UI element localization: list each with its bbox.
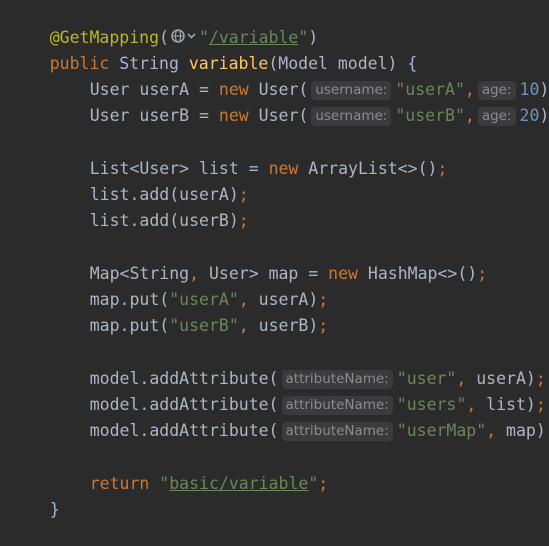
code-line-12[interactable]: map.put("userB", userB); [89, 316, 329, 335]
mapping-url-link[interactable]: /variable [208, 28, 299, 47]
parameter-hint: attributeName: [281, 396, 393, 415]
parameter-hint: attributeName: [281, 422, 393, 441]
view-path-link[interactable]: basic/variable [169, 474, 309, 493]
code-line-11[interactable]: map.put("userA", userA); [89, 290, 329, 309]
keyword-public: public [49, 54, 110, 73]
parameter-hint: attributeName: [281, 370, 393, 389]
code-line-1[interactable]: @GetMapping("/variable") [49, 28, 319, 47]
parameter-hint: username: [311, 81, 392, 100]
globe-icon [171, 29, 196, 43]
code-line-10[interactable]: Map<String, User> map = new HashMap<>(); [89, 264, 488, 283]
code-line-16[interactable]: model.addAttribute(attributeName:"userMa… [89, 421, 549, 441]
parameter-hint: age: [477, 107, 516, 126]
code-line-3[interactable]: User userA = new User(username:"userA",a… [89, 80, 549, 100]
code-line-7[interactable]: list.add(userA); [89, 185, 249, 204]
code-line-8[interactable]: list.add(userB); [89, 211, 249, 230]
code-line-14[interactable]: model.addAttribute(attributeName:"user",… [89, 369, 546, 389]
parameter-hint: age: [477, 81, 516, 100]
method-name: variable [188, 54, 269, 73]
code-line-6[interactable]: List<User> list = new ArrayList<>(); [89, 159, 448, 178]
code-line-15[interactable]: model.addAttribute(attributeName:"users"… [89, 395, 546, 415]
code-line-19[interactable]: } [10, 474, 60, 519]
closing-brace: } [49, 500, 60, 519]
keyword-return: return [89, 474, 150, 493]
code-editor[interactable]: @GetMapping("/variable") public String v… [0, 0, 549, 519]
annotation: @GetMapping [49, 28, 160, 47]
code-line-2[interactable]: public String variable(Model model) { [49, 54, 418, 73]
chevron-down-icon [187, 33, 196, 39]
code-line-4[interactable]: User userB = new User(username:"userB",a… [89, 106, 549, 126]
code-line-18[interactable]: return "basic/variable"; [89, 474, 329, 493]
parameter-hint: username: [311, 107, 392, 126]
endpoint-gutter-button[interactable] [170, 27, 198, 45]
